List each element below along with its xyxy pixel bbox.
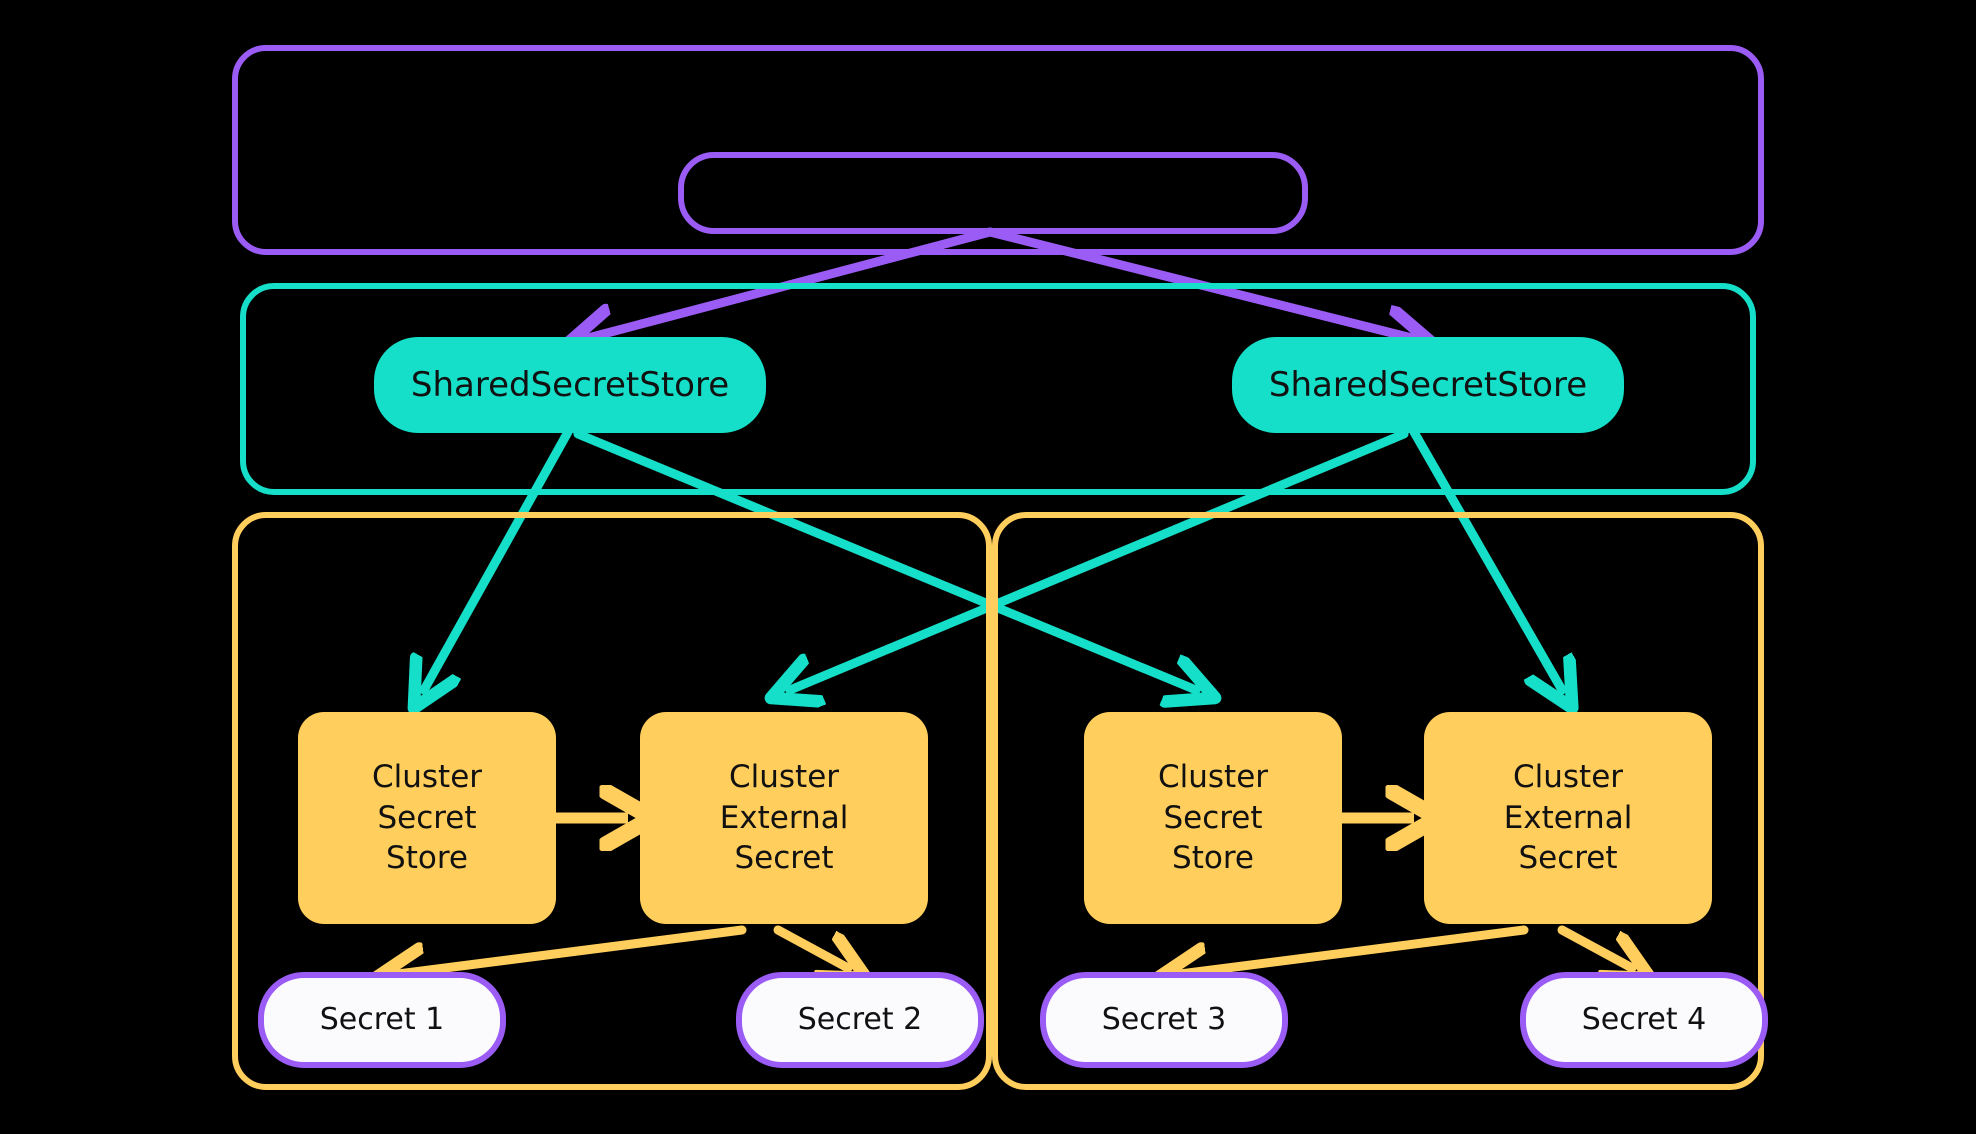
secret-4-label: Secret 4 xyxy=(1581,1002,1707,1038)
cluster-external-secret-left-line-1: Cluster xyxy=(728,758,840,795)
operator-pill[interactable] xyxy=(678,152,1308,234)
shared-secret-store-right[interactable]: SharedSecretStore xyxy=(1232,337,1624,433)
cluster-secret-store-left-line-1: Cluster xyxy=(371,758,483,795)
cluster-external-secret-left-line-3: Secret xyxy=(734,840,834,877)
cluster-external-secret-right-line-2: External xyxy=(1503,799,1633,836)
group-operator-namespace xyxy=(232,45,1764,255)
cluster-secret-store-left-line-2: Secret xyxy=(377,799,477,836)
shared-secret-store-left-label: SharedSecretStore xyxy=(410,364,730,405)
cluster-secret-store-right-line-3: Store xyxy=(1172,840,1254,877)
cluster-secret-store-left-line-3: Store xyxy=(386,840,468,877)
secret-3-label: Secret 3 xyxy=(1101,1002,1227,1038)
shared-secret-store-right-label: SharedSecretStore xyxy=(1268,364,1588,405)
secret-3[interactable]: Secret 3 xyxy=(1040,972,1288,1068)
cluster-secret-store-right[interactable]: Cluster Secret Store xyxy=(1084,712,1342,924)
group-cluster-right xyxy=(992,512,1764,1090)
cluster-external-secret-right-line-3: Secret xyxy=(1518,840,1618,877)
cluster-secret-store-left[interactable]: Cluster Secret Store xyxy=(298,712,556,924)
cluster-secret-store-right-line-1: Cluster xyxy=(1157,758,1269,795)
group-shared-secret-store-namespace xyxy=(240,283,1756,495)
secret-2[interactable]: Secret 2 xyxy=(736,972,984,1068)
secret-4[interactable]: Secret 4 xyxy=(1520,972,1768,1068)
cluster-external-secret-left[interactable]: Cluster External Secret xyxy=(640,712,928,924)
cluster-external-secret-left-line-2: External xyxy=(719,799,849,836)
secret-2-label: Secret 2 xyxy=(797,1002,923,1038)
group-cluster-left xyxy=(232,512,992,1090)
cluster-external-secret-right[interactable]: Cluster External Secret xyxy=(1424,712,1712,924)
secret-1[interactable]: Secret 1 xyxy=(258,972,506,1068)
cluster-secret-store-right-line-2: Secret xyxy=(1163,799,1263,836)
secret-1-label: Secret 1 xyxy=(319,1002,445,1038)
shared-secret-store-left[interactable]: SharedSecretStore xyxy=(374,337,766,433)
cluster-external-secret-right-line-1: Cluster xyxy=(1512,758,1624,795)
